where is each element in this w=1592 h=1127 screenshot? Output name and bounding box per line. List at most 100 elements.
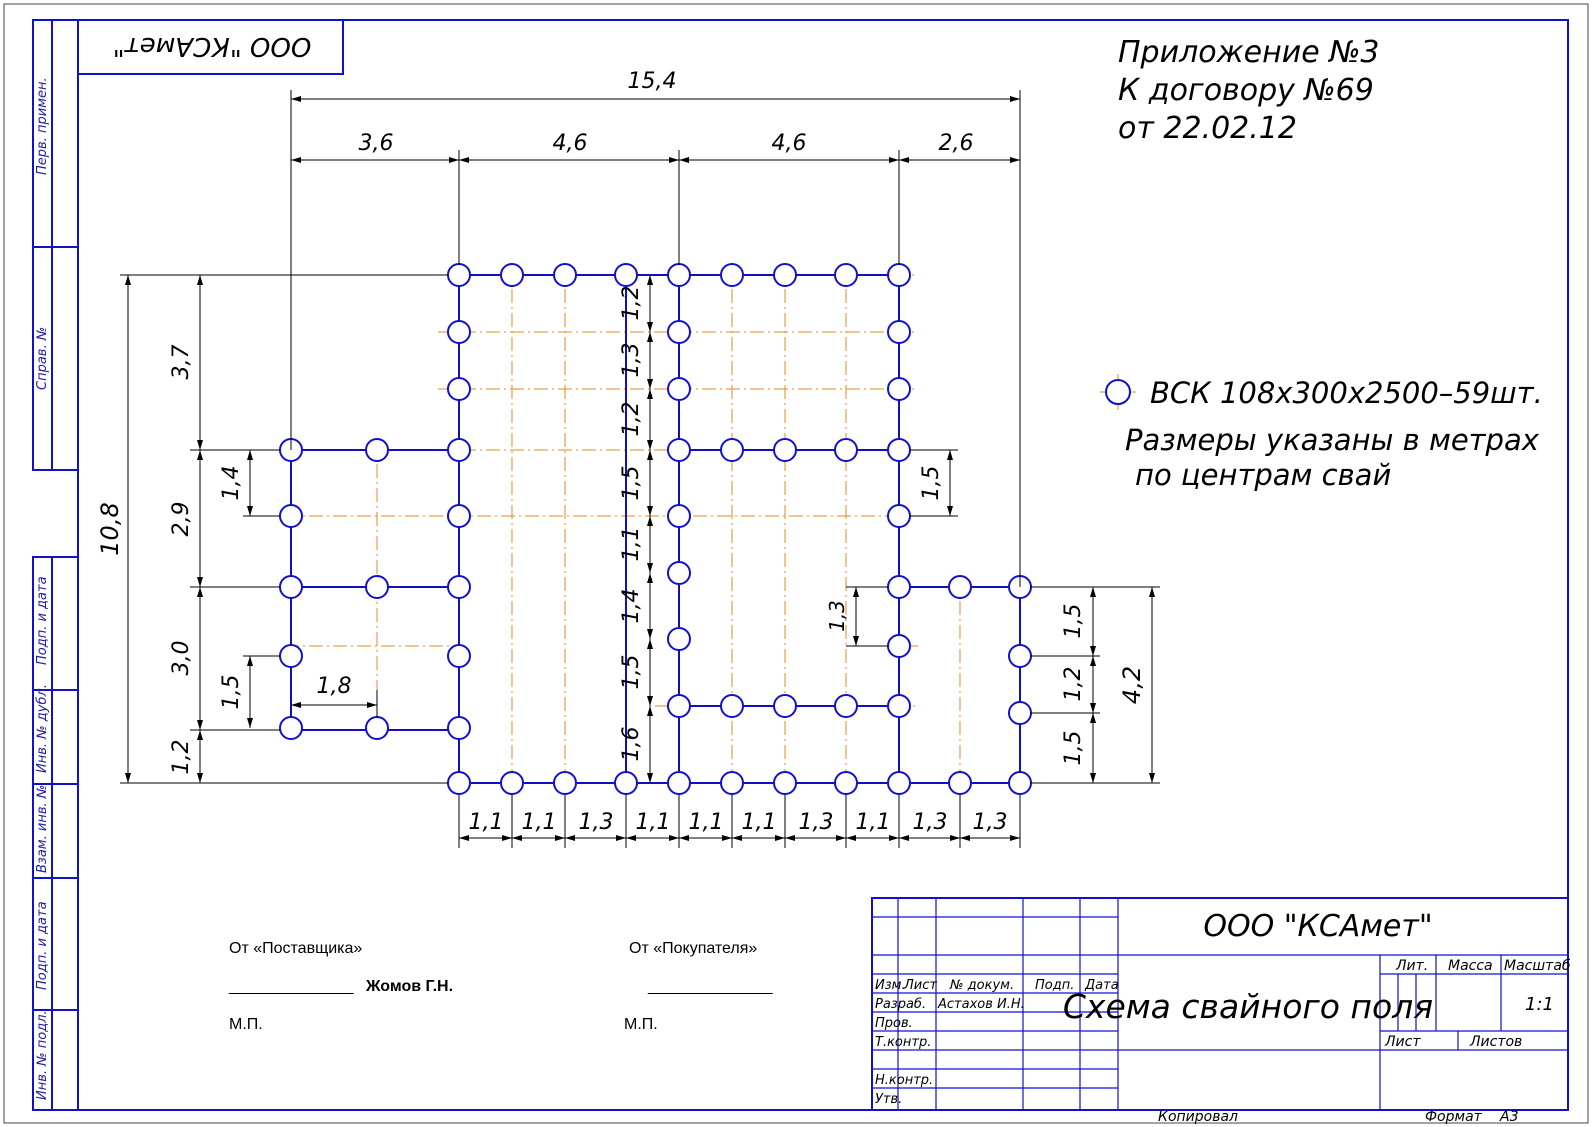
dim-top-3: 4,6 <box>772 131 807 156</box>
signatures: От «Поставщика» ______________ Жомов Г.Н… <box>228 940 774 1033</box>
dim-right-wing-offset: 1,3 <box>825 600 849 632</box>
dim-bottom-9: 1,3 <box>913 810 948 835</box>
legend-pile-spec: ВСК 108х300х2500–59шт. <box>1150 376 1543 410</box>
dimension-lines <box>120 90 1160 848</box>
pile-marker <box>365 438 389 462</box>
annex-line-2: К договору №69 <box>1118 73 1374 108</box>
pile-marker <box>834 771 858 795</box>
side-label-perv-primen: Перв. примен. <box>35 77 50 175</box>
pile-marker <box>365 716 389 740</box>
pile-marker <box>447 320 471 344</box>
pile-marker <box>279 575 303 599</box>
dim-right-2: 1,2 <box>1061 667 1086 702</box>
tb-sheet: Лист <box>1384 1034 1421 1050</box>
pile-marker <box>834 263 858 287</box>
dim-mid-2: 1,3 <box>619 343 644 378</box>
dim-left-4: 1,2 <box>169 740 194 775</box>
pile-marker <box>773 438 797 462</box>
dim-mid-4: 1,5 <box>619 466 644 501</box>
side-label-vzam-inv: Взам. инв. № <box>35 785 50 873</box>
pile-marker <box>948 771 972 795</box>
dim-inner-horizontal: 1,8 <box>317 674 352 699</box>
tb-col-doc: № докум. <box>949 978 1014 993</box>
pile-marker <box>667 627 691 651</box>
dim-mid-3: 1,2 <box>619 402 644 437</box>
side-label-inv-podl: Инв. № подл. <box>35 1010 50 1100</box>
dim-overall-width: 15,4 <box>628 69 677 94</box>
pile-marker <box>773 694 797 718</box>
pile-marker <box>667 320 691 344</box>
legend-note-line-1: Размеры указаны в метрах <box>1125 423 1540 457</box>
pile-marker <box>667 438 691 462</box>
company-stamp-box: ООО "КСАмет" <box>77 19 344 75</box>
dim-top-2: 4,6 <box>553 131 588 156</box>
dim-inner-horizontal-line-arrows <box>291 702 377 708</box>
legend-note-line-2: по центрам свай <box>1135 458 1391 492</box>
tb-row-nkontr: Н.контр. <box>875 1073 933 1088</box>
pile-marker <box>1008 701 1032 725</box>
pile-marker <box>614 263 638 287</box>
pile-plan <box>279 263 1032 795</box>
tb-razrab-name: Астахов И.Н. <box>937 997 1025 1012</box>
annex-line-1: Приложение №3 <box>1118 35 1380 70</box>
dimension-texts: 15,4 3,6 4,6 4,6 2,6 10,8 3,7 2,9 3,0 1,… <box>96 69 1146 835</box>
dim-right-3: 1,5 <box>1061 731 1086 766</box>
dim-mid-5: 1,1 <box>619 527 644 562</box>
tb-col-podp: Подп. <box>1035 978 1074 993</box>
pile-marker <box>948 575 972 599</box>
dim-bottom-1: 1,1 <box>469 810 504 835</box>
dim-bottom-3: 1,3 <box>579 810 614 835</box>
dim-left-1: 3,7 <box>169 345 194 380</box>
pile-marker <box>887 320 911 344</box>
dim-bottom-5: 1,1 <box>689 810 724 835</box>
dim-right-overall: 4,2 <box>1118 666 1146 704</box>
tb-row-prov: Пров. <box>875 1016 913 1031</box>
pile-marker <box>447 263 471 287</box>
pile-marker <box>279 644 303 668</box>
tb-company: ООО "КСАмет" <box>1203 909 1432 944</box>
tb-scale-value: 1:1 <box>1525 994 1554 1015</box>
tb-sheets: Листов <box>1469 1034 1522 1050</box>
dim-bottom-10: 1,3 <box>973 810 1008 835</box>
piles <box>279 263 1032 795</box>
tb-drawing-title: Схема свайного поля <box>1063 987 1433 1026</box>
pile-marker <box>887 771 911 795</box>
legend-pile-symbol <box>1105 379 1131 405</box>
annex-header: Приложение №3 К договору №69 от 22.02.12 <box>1118 35 1380 146</box>
side-label-podp-data-2: Подп. и дата <box>35 901 50 990</box>
buyer-mp: М.П. <box>624 1016 658 1033</box>
dim-mid-1: 1,2 <box>619 286 644 321</box>
pile-marker <box>667 694 691 718</box>
pile-marker <box>447 504 471 528</box>
tb-row-razrab: Разраб. <box>875 997 926 1012</box>
pile-marker <box>667 263 691 287</box>
pile-marker <box>447 644 471 668</box>
pile-marker <box>720 263 744 287</box>
buyer-signature-line: ______________ <box>647 978 774 995</box>
tb-col-list: Лист <box>903 978 937 993</box>
dim-bottom-4: 1,1 <box>636 810 671 835</box>
tb-row-tkontr: Т.контр. <box>875 1035 931 1050</box>
dim-left-2: 2,9 <box>169 502 194 537</box>
sheet-border <box>3 3 1589 1124</box>
pile-marker <box>887 575 911 599</box>
dim-left-inner-1: 1,4 <box>219 466 244 501</box>
pile-marker <box>500 771 524 795</box>
pile-marker <box>667 561 691 585</box>
pile-marker <box>834 438 858 462</box>
dim-bottom-7: 1,3 <box>799 810 834 835</box>
buyer-label: От «Покупателя» <box>629 940 757 957</box>
pile-marker <box>887 504 911 528</box>
left-side-strip: Перв. примен. Справ. № Подп. и дата Инв.… <box>32 19 79 1111</box>
pile-marker <box>1008 644 1032 668</box>
pile-marker <box>720 438 744 462</box>
pile-marker <box>447 377 471 401</box>
tb-masshtab: Масштаб <box>1504 958 1571 974</box>
dim-left-inner-2: 1,5 <box>219 675 244 710</box>
tb-col-izm: Изм. <box>875 978 906 993</box>
pile-marker <box>279 716 303 740</box>
pile-marker <box>887 438 911 462</box>
pile-marker <box>553 263 577 287</box>
tb-format-label: Формат <box>1425 1109 1483 1125</box>
